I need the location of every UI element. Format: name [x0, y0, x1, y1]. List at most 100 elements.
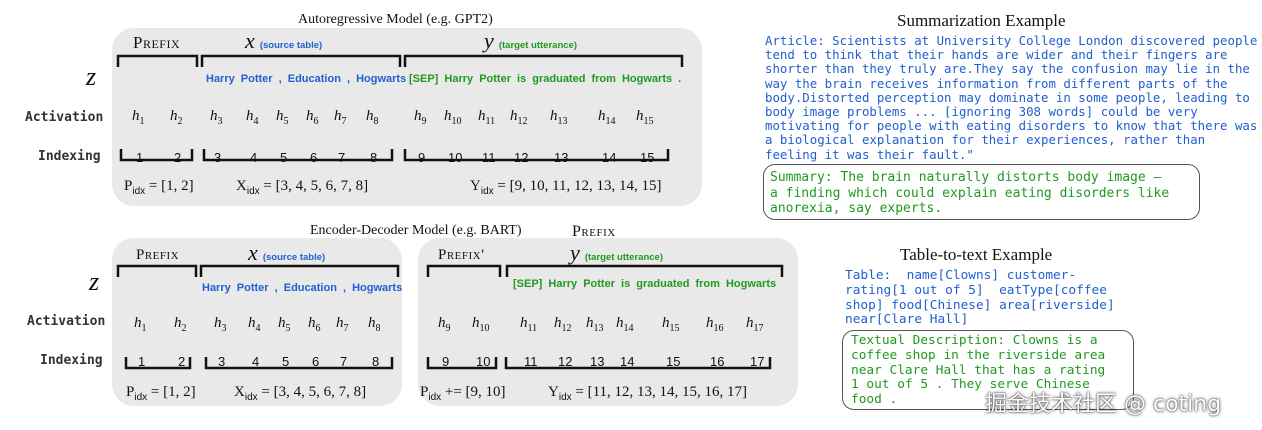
top-activation-h1: h1 [132, 108, 145, 127]
bracket-0 [116, 54, 199, 67]
top-index-2: 2 [174, 150, 182, 165]
bracket-1 [200, 54, 402, 67]
top-index-8: 8 [370, 150, 378, 165]
bracket-5 [403, 149, 670, 162]
top-p-idx-sub: idx [132, 186, 146, 197]
bottom-index-3: 3 [218, 354, 226, 369]
bottom-index-1: 1 [138, 354, 146, 369]
bottom-z-symbol: z [89, 267, 100, 296]
bottom-activation-h5: h5 [278, 315, 291, 334]
top-x-header: x (source table) [245, 28, 322, 54]
bottom-index-2: 2 [178, 354, 186, 369]
bottom-p-idx-val: = [1, 2] [147, 384, 196, 400]
bottom-y-header: y (target utterance) [570, 240, 663, 266]
bottom-p-idx: Pidx = [1, 2] [126, 384, 196, 403]
bottom-index-9: 9 [442, 354, 450, 369]
bottom-activation-h3: h3 [214, 315, 227, 334]
bottom-index-7: 7 [340, 354, 348, 369]
top-activation-h11: h11 [478, 108, 496, 127]
bottom-index-11: 11 [524, 354, 538, 369]
bottom-index-15: 15 [666, 354, 681, 369]
bottom-activation-h8: h8 [368, 315, 381, 334]
bracket-8 [426, 264, 502, 277]
bottom-index-17: 17 [750, 354, 765, 369]
top-index-5: 5 [280, 150, 288, 165]
bottom-p2-idx-sym: P [420, 384, 429, 400]
top-index-1: 1 [136, 150, 144, 165]
top-activation-h12: h12 [510, 108, 528, 127]
bottom-activation-h12: h12 [554, 315, 572, 334]
bottom-y-idx-sub: idx [558, 392, 572, 403]
bottom-p2-idx-val: += [9, 10] [441, 384, 506, 400]
summary-box [763, 164, 1200, 220]
bottom-indexing-label: Indexing [40, 353, 103, 368]
description-box [842, 330, 1134, 410]
bottom-activation-h11: h11 [520, 315, 538, 334]
top-y-idx: Yidx = [9, 10, 11, 12, 13, 14, 15] [470, 178, 662, 197]
top-x-idx-sym: X [236, 178, 247, 194]
summarization-summary: Summary: The brain naturally distorts bo… [770, 170, 1170, 216]
bottom-index-10: 10 [476, 354, 491, 369]
bottom-index-13: 13 [590, 354, 605, 369]
top-index-9: 9 [418, 150, 426, 165]
bracket-11 [204, 357, 394, 370]
top-z-symbol: z [86, 62, 97, 91]
top-y-var: y [484, 28, 494, 53]
top-activation-h9: h9 [414, 108, 427, 127]
bottom-target-tokens: [SEP] Harry Potter is graduated from Hog… [513, 278, 777, 290]
bottom-y-idx-sym: Y [548, 384, 559, 400]
bracket-7 [199, 264, 400, 277]
top-x-var: x [245, 28, 255, 53]
bottom-activation-h17: h17 [746, 315, 764, 334]
top-x-idx-sub: idx [246, 186, 260, 197]
bottom-activation-h16: h16 [706, 315, 724, 334]
bracket-9 [505, 264, 784, 277]
bracket-4 [202, 149, 394, 162]
top-activation-h3: h3 [210, 108, 223, 127]
top-panel-title: Autoregressive Model (e.g. GPT2) [298, 12, 493, 27]
bracket-12 [426, 357, 498, 370]
top-p-idx-sym: P [124, 178, 133, 194]
bottom-prefix-prime-label: Prefix′ [438, 247, 485, 263]
bottom-index-5: 5 [282, 354, 290, 369]
top-p-idx: Pidx = [1, 2] [124, 178, 194, 197]
top-y-label: (target utterance) [498, 40, 577, 51]
summarization-article: Article: Scientists at University Colleg… [765, 33, 1258, 162]
bottom-x-idx: Xidx = [3, 4, 5, 6, 7, 8] [234, 384, 366, 403]
bracket-10 [124, 357, 192, 370]
bottom-x-label: (source table) [262, 252, 326, 263]
top-p-idx-val: = [1, 2] [145, 178, 194, 194]
top-index-7: 7 [338, 150, 346, 165]
bottom-p2-idx: Pidx += [9, 10] [420, 384, 506, 403]
top-activation-h4: h4 [246, 108, 259, 127]
bottom-source-tokens: Harry Potter , Education , Hogwarts [202, 282, 403, 294]
bottom-activation-h2: h2 [174, 315, 187, 334]
top-activation-h2: h2 [170, 108, 183, 127]
bottom-y-idx: Yidx = [11, 12, 13, 14, 15, 16, 17] [548, 384, 747, 403]
top-source-tokens: Harry Potter , Education , Hogwarts [206, 73, 407, 85]
bottom-y-label: (target utterance) [584, 252, 663, 263]
bottom-activation-h4: h4 [248, 315, 261, 334]
top-indexing-label: Indexing [38, 149, 101, 164]
bottom-prefix-label: Prefix [136, 247, 180, 263]
autoregressive-panel [112, 28, 702, 206]
bottom-p-idx-sub: idx [134, 392, 148, 403]
top-activation-h15: h15 [636, 108, 654, 127]
top-y-idx-sub: idx [480, 186, 494, 197]
bottom-index-8: 8 [372, 354, 380, 369]
top-index-4: 4 [250, 150, 258, 165]
top-activation-h6: h6 [306, 108, 319, 127]
top-activation-label: Activation [25, 110, 104, 125]
bottom-panel-title: Encoder-Decoder Model (e.g. BART) [310, 223, 522, 238]
top-y-idx-sym: Y [470, 178, 481, 194]
bottom-x-idx-sub: idx [244, 392, 258, 403]
top-activation-h8: h8 [366, 108, 379, 127]
bottom-x-var: x [248, 240, 258, 265]
bottom-index-12: 12 [558, 354, 573, 369]
top-activation-h10: h10 [444, 108, 462, 127]
bracket-2 [403, 54, 684, 67]
bottom-prefix-float: Prefix [572, 223, 616, 240]
top-y-idx-val: = [9, 10, 11, 12, 13, 14, 15] [493, 178, 662, 194]
watermark: 掘金技术社区 @ coting [985, 392, 1222, 417]
bottom-activation-h14: h14 [616, 315, 634, 334]
